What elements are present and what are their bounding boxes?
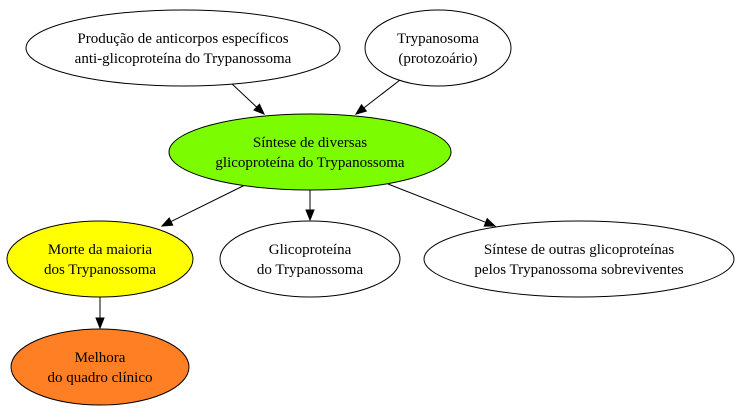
node-label: Produção de anticorpos específicos — [77, 31, 288, 47]
arrow-head — [160, 217, 174, 227]
arrow-head — [253, 103, 265, 115]
arrow-head — [483, 217, 497, 227]
node-ellipse — [168, 113, 452, 191]
node-label: anti-glicoproteína do Trypanossoma — [75, 51, 292, 67]
edge-line — [363, 79, 401, 109]
node-melhora: Melhora do quadro clínico — [10, 328, 190, 406]
node-ellipse — [10, 328, 190, 406]
node-label: Trypanosoma — [397, 31, 479, 47]
node-producao: Produção de anticorpos específicos anti-g… — [25, 9, 341, 87]
edge-producao-to-sintese — [229, 81, 265, 115]
node-label: (protozoário) — [398, 51, 477, 67]
edge-sintese-to-outras — [387, 183, 497, 227]
node-label: Melhora — [75, 350, 126, 366]
node-label: glicoproteína do Trypanossoma — [215, 155, 404, 171]
edge-morte-to-melhora — [95, 297, 105, 330]
arrow-head — [354, 103, 368, 115]
edge-trypanosoma-to-sintese — [354, 79, 401, 115]
arrow-head — [305, 209, 315, 222]
node-label: pelos Trypanossoma sobreviventes — [474, 262, 683, 278]
node-sintese: Síntese de diversas glicoproteína do Tryp… — [168, 113, 452, 191]
node-label: Síntese de outras glicoproteínas — [484, 242, 675, 258]
edge-line — [387, 183, 486, 223]
node-glicoproteina: Glicoproteína do Trypanossoma — [219, 220, 401, 298]
node-label: do quadro clínico — [48, 370, 153, 386]
edge-line — [170, 184, 246, 223]
node-trypanosoma: Trypanosoma (protozoário) — [364, 9, 512, 87]
node-ellipse — [25, 9, 341, 87]
node-outras: Síntese de outras glicoproteínas pelos Tr… — [423, 220, 735, 298]
node-label: Glicoproteína — [269, 242, 352, 258]
edge-sintese-to-glicoproteina — [305, 190, 315, 222]
node-ellipse — [364, 9, 512, 87]
node-label: dos Trypanossoma — [44, 262, 156, 278]
edge-line — [229, 81, 258, 108]
node-ellipse — [219, 220, 401, 298]
node-label: do Trypanossoma — [257, 262, 364, 278]
arrow-head — [95, 317, 105, 330]
node-ellipse — [423, 220, 735, 298]
node-morte: Morte da maioria dos Trypanossoma — [6, 220, 194, 298]
edge-sintese-to-morte — [160, 184, 246, 227]
node-label: Morte da maioria — [48, 242, 152, 258]
node-ellipse — [6, 220, 194, 298]
node-label: Síntese de diversas — [253, 135, 367, 151]
